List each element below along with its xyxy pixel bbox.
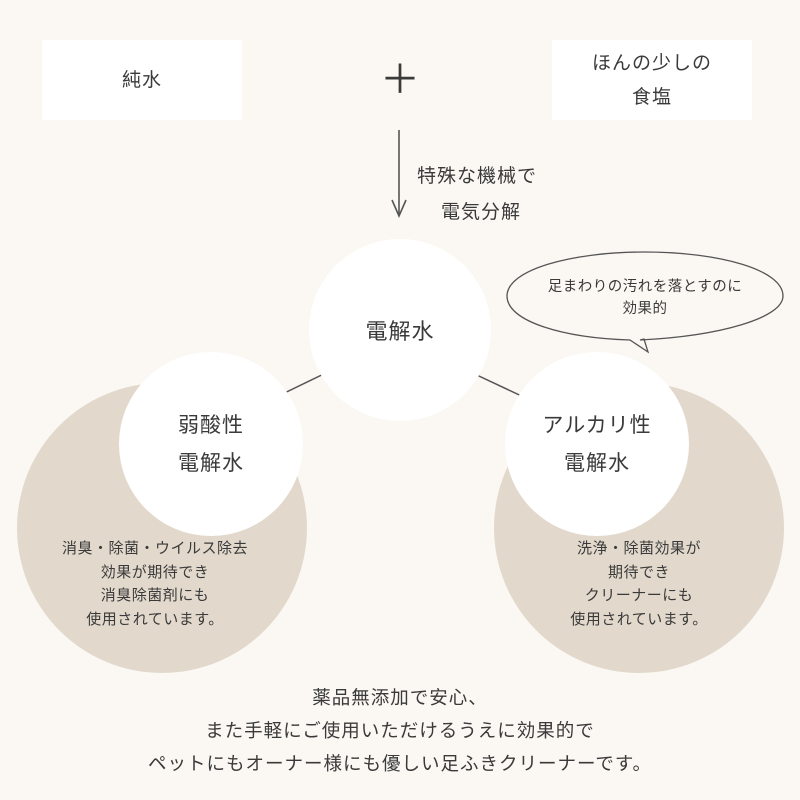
process-label: 特殊な機械で 電気分解 — [417, 158, 587, 230]
acidic-desc-line-1: 消臭・除菌・ウイルス除去 — [61, 539, 248, 557]
input-salt: ほんの少しの 食塩 — [552, 40, 752, 120]
speech-bubble-line-2: 効果的 — [622, 301, 668, 317]
acidic-title-line-1: 弱酸性 — [178, 413, 244, 437]
speech-bubble-outline — [506, 251, 784, 354]
input-pure-water: 純水 — [42, 40, 242, 120]
alkaline-title-line-2: 電解水 — [564, 451, 630, 475]
plus-sign: ＋ — [380, 57, 420, 103]
arrow-head — [391, 199, 407, 218]
input-salt-line-1: ほんの少しの — [591, 52, 712, 74]
alkaline-description: 洗浄・除菌効果が 期待でき クリーナーにも 使用されています。 — [514, 537, 764, 631]
acidic-desc-line-3: 消臭除菌剤にも — [100, 586, 210, 604]
acidic-circle: 弱酸性 電解水 — [119, 352, 303, 536]
speech-bubble-line-1: 足まわりの汚れを落とすのに — [547, 279, 743, 295]
alkaline-desc-line-3: クリーナーにも — [584, 586, 694, 604]
process-label-line-2: 電気分解 — [441, 201, 522, 223]
alkaline-title-line-1: アルカリ性 — [542, 413, 652, 437]
alkaline-circle: アルカリ性 電解水 — [505, 352, 689, 536]
alkaline-desc-line-4: 使用されています。 — [570, 609, 708, 628]
acidic-desc-line-2: 効果が期待でき — [100, 562, 210, 581]
alkaline-desc-line-1: 洗浄・除菌効果が — [576, 539, 701, 557]
center-circle-label: 電解水 — [365, 320, 435, 345]
center-circle: 電解水 — [309, 239, 491, 421]
acidic-description: 消臭・除菌・ウイルス除去 効果が期待でき 消臭除菌剤にも 使用されています。 — [30, 537, 280, 631]
summary-line-3: ペットにもオーナー様にも優しい足ふきクリーナーです。 — [147, 754, 653, 775]
acidic-desc-line-4: 使用されています。 — [86, 609, 224, 628]
alkaline-desc-line-2: 期待でき — [607, 562, 670, 581]
summary-text: 薬品無添加で安心、 また手軽にご使用いただけるうえに効果的で ペットにもオーナー… — [0, 682, 800, 781]
input-pure-water-label: 純水 — [121, 69, 162, 91]
acidic-title-line-2: 電解水 — [178, 451, 244, 475]
speech-bubble: 足まわりの汚れを落とすのに 効果的 — [505, 252, 785, 344]
summary-line-1: 薬品無添加で安心、 — [312, 688, 488, 709]
input-salt-line-2: 食塩 — [631, 86, 672, 108]
process-label-line-1: 特殊な機械で — [417, 165, 538, 187]
summary-line-2: また手軽にご使用いただけるうえに効果的で — [205, 721, 595, 742]
